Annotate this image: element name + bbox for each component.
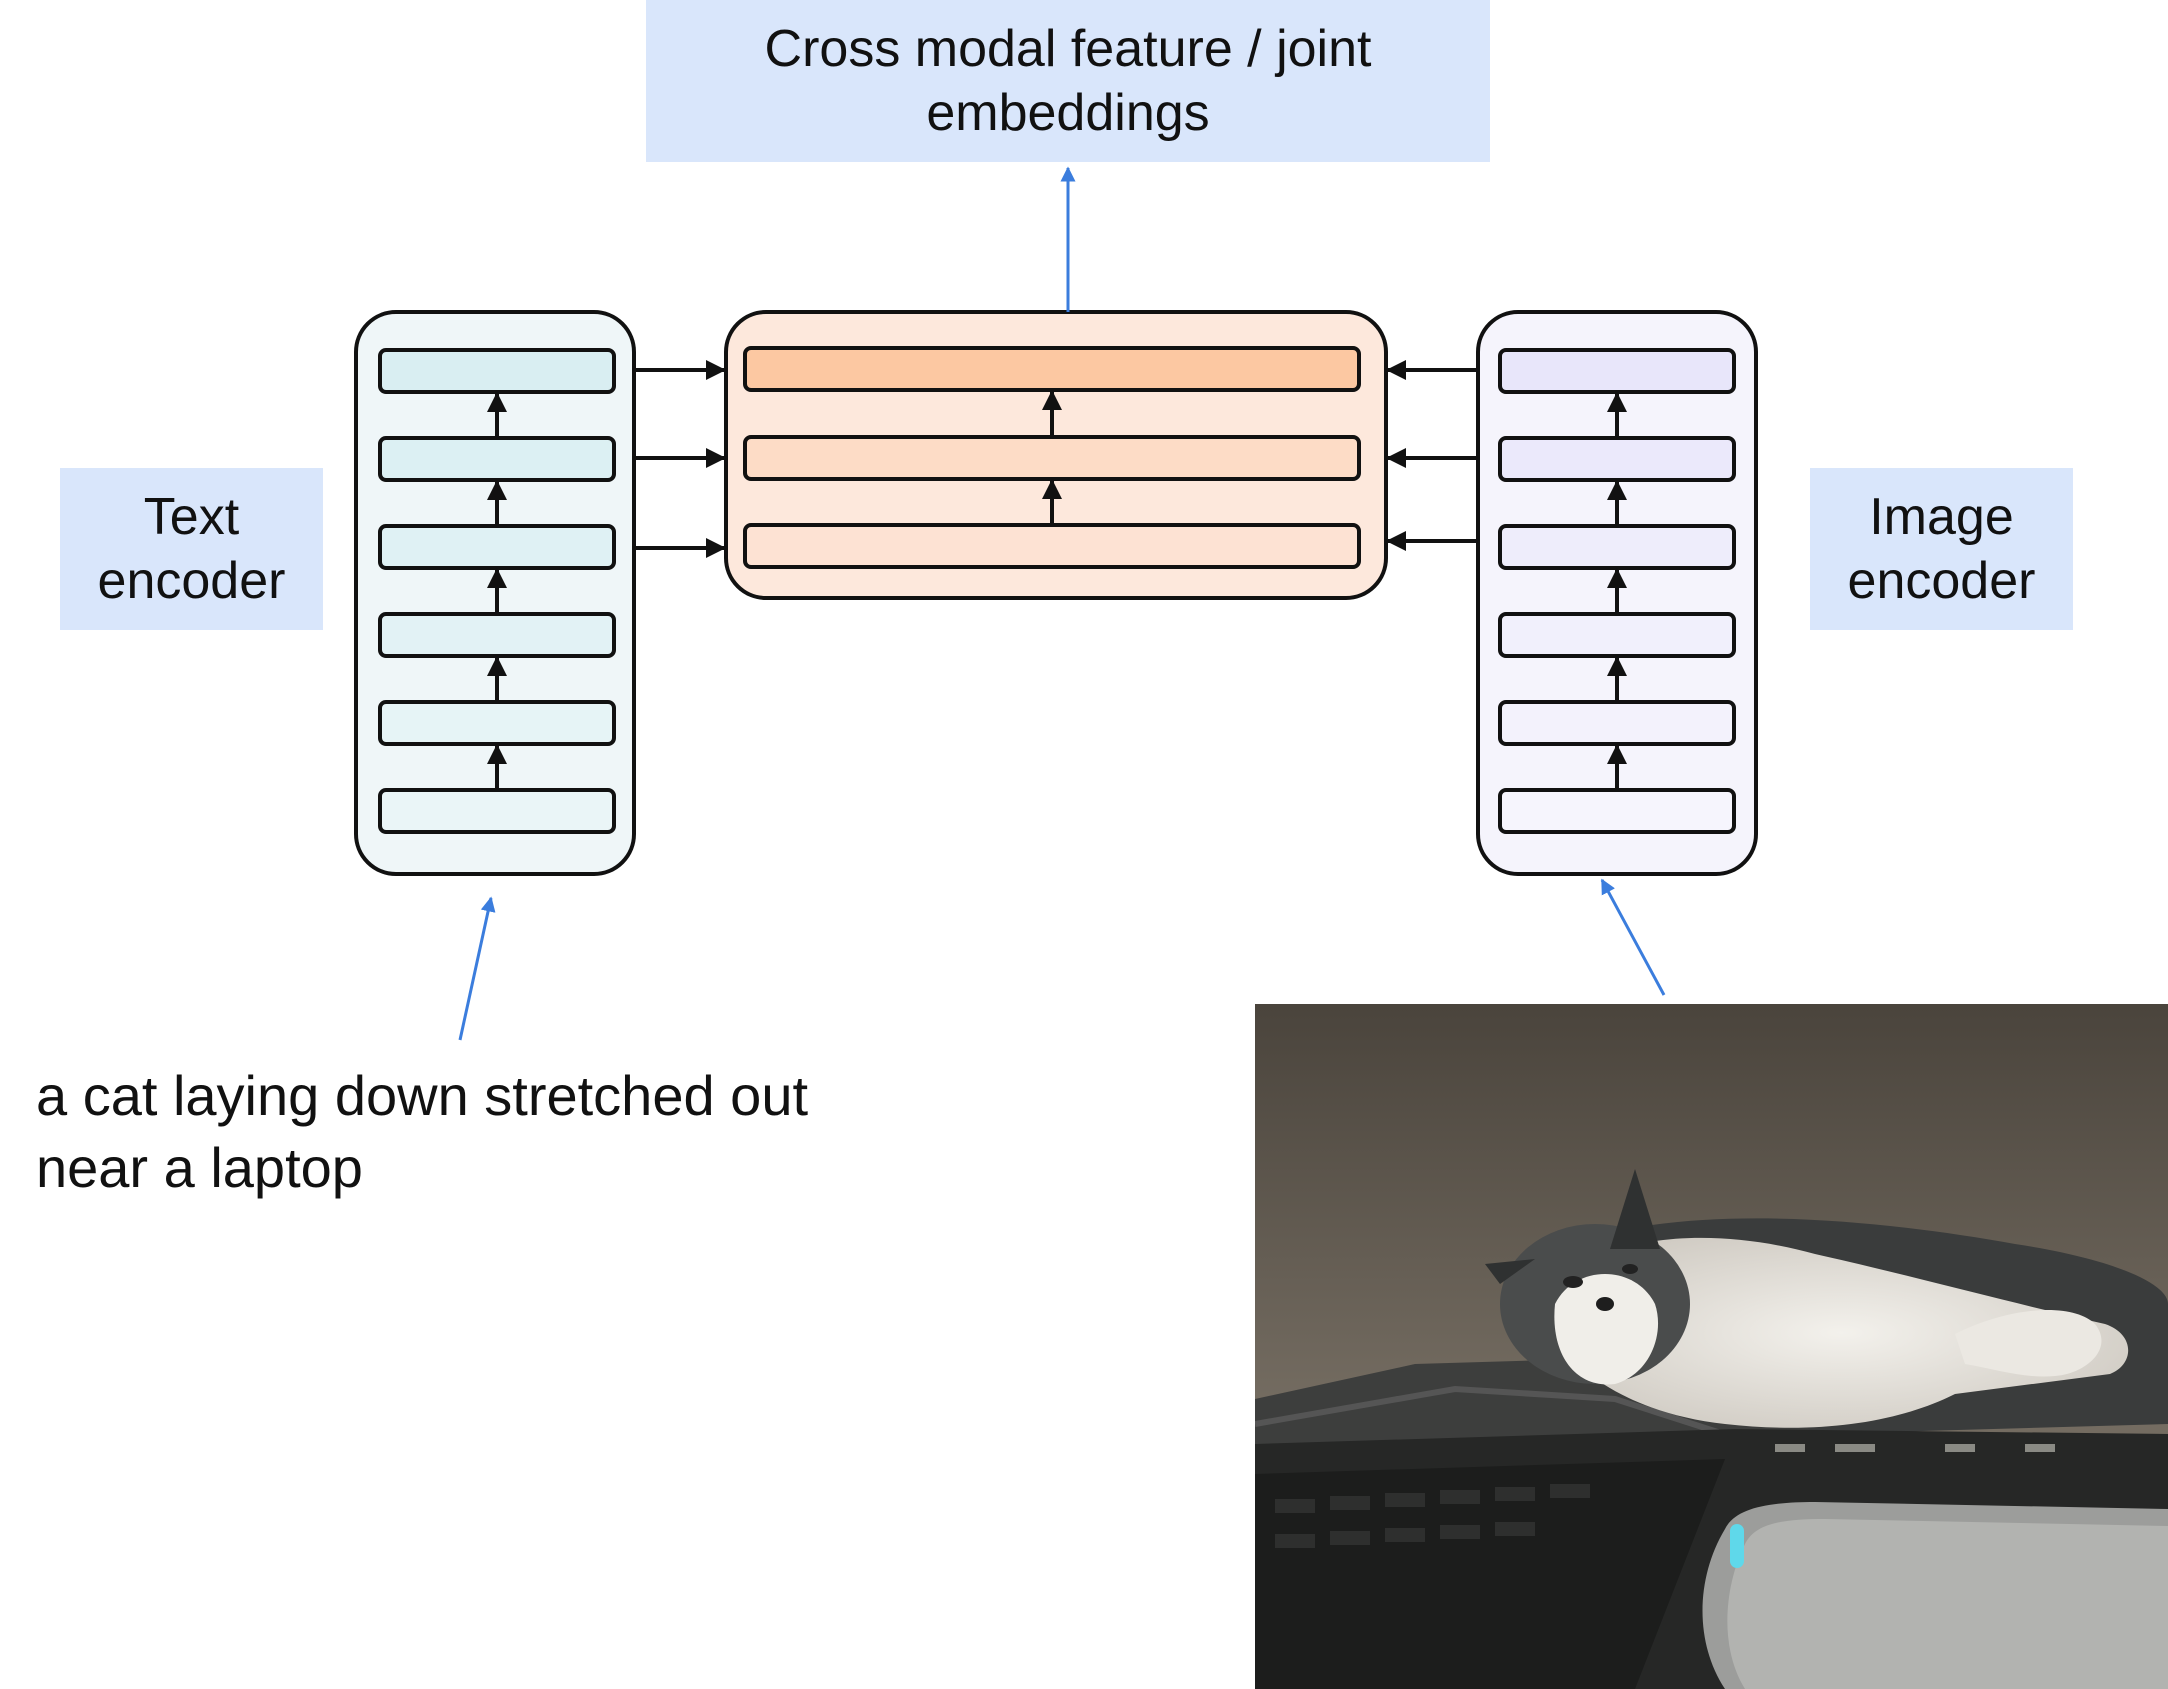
cat-ear-left (1610, 1169, 1660, 1249)
image-encoder-layer-2 (1498, 700, 1736, 746)
text-encoder-layer-4 (378, 524, 616, 570)
text-encoder-layer-6 (378, 348, 616, 394)
input-caption: a cat laying down stretched out near a l… (36, 1060, 808, 1204)
text-encoder-layer-2 (378, 700, 616, 746)
text-encoder-layer-3 (378, 612, 616, 658)
input-caption-line1: a cat laying down stretched out (36, 1064, 809, 1127)
photo-to-image-encoder-arrow (1600, 878, 1666, 996)
cat-eye (1622, 1264, 1638, 1274)
cat-eye (1563, 1276, 1583, 1288)
cat-photo (1255, 1004, 2168, 1689)
laptop-touchpad-inner (1727, 1519, 2168, 1689)
image-encoder-layer-6 (1498, 348, 1736, 394)
text-encoder-layer-1 (378, 788, 616, 834)
laptop-keyboard (1255, 1459, 1725, 1689)
image-encoder-layer-1 (1498, 788, 1736, 834)
image-encoder-label-line1: Image (1869, 488, 2014, 546)
fusion-layer-1 (743, 523, 1361, 569)
laptop-keys (1275, 1484, 1590, 1548)
image-encoder-label: Image encoder (1810, 468, 2073, 630)
caption-to-text-encoder-arrow (458, 896, 496, 1041)
laptop-led (1730, 1524, 1744, 1568)
image-encoder-label-line2: encoder (1847, 552, 2036, 610)
cat-face-white (1554, 1274, 1659, 1385)
joint-embedding-label-line1: Cross modal feature / joint (764, 20, 1372, 78)
cat-nose (1596, 1297, 1614, 1311)
image-encoder-layer-5 (1498, 436, 1736, 482)
fusion-module (724, 310, 1388, 600)
fusion-layer-2 (743, 435, 1361, 481)
image-encoder-layer-4 (1498, 524, 1736, 570)
input-caption-line2: near a laptop (36, 1136, 363, 1199)
cat-paw (1955, 1310, 2102, 1377)
text-encoder-layer-5 (378, 436, 616, 482)
text-encoder (354, 310, 636, 876)
image-encoder (1476, 310, 1758, 876)
fusion-layer-3 (743, 346, 1361, 392)
text-encoder-label-line1: Text (143, 488, 240, 546)
laptop-indicators (1775, 1444, 2055, 1452)
joint-embedding-label-line2: embeddings (926, 84, 1210, 142)
cat-photo-drawing (1255, 1004, 2168, 1689)
joint-embedding-label: Cross modal feature / joint embeddings (646, 0, 1490, 162)
text-encoder-label: Text encoder (60, 468, 323, 630)
cat-belly (1555, 1237, 2129, 1428)
cat-ear-right (1485, 1259, 1535, 1284)
image-encoder-layer-3 (1498, 612, 1736, 658)
text-encoder-label-line2: encoder (97, 552, 286, 610)
